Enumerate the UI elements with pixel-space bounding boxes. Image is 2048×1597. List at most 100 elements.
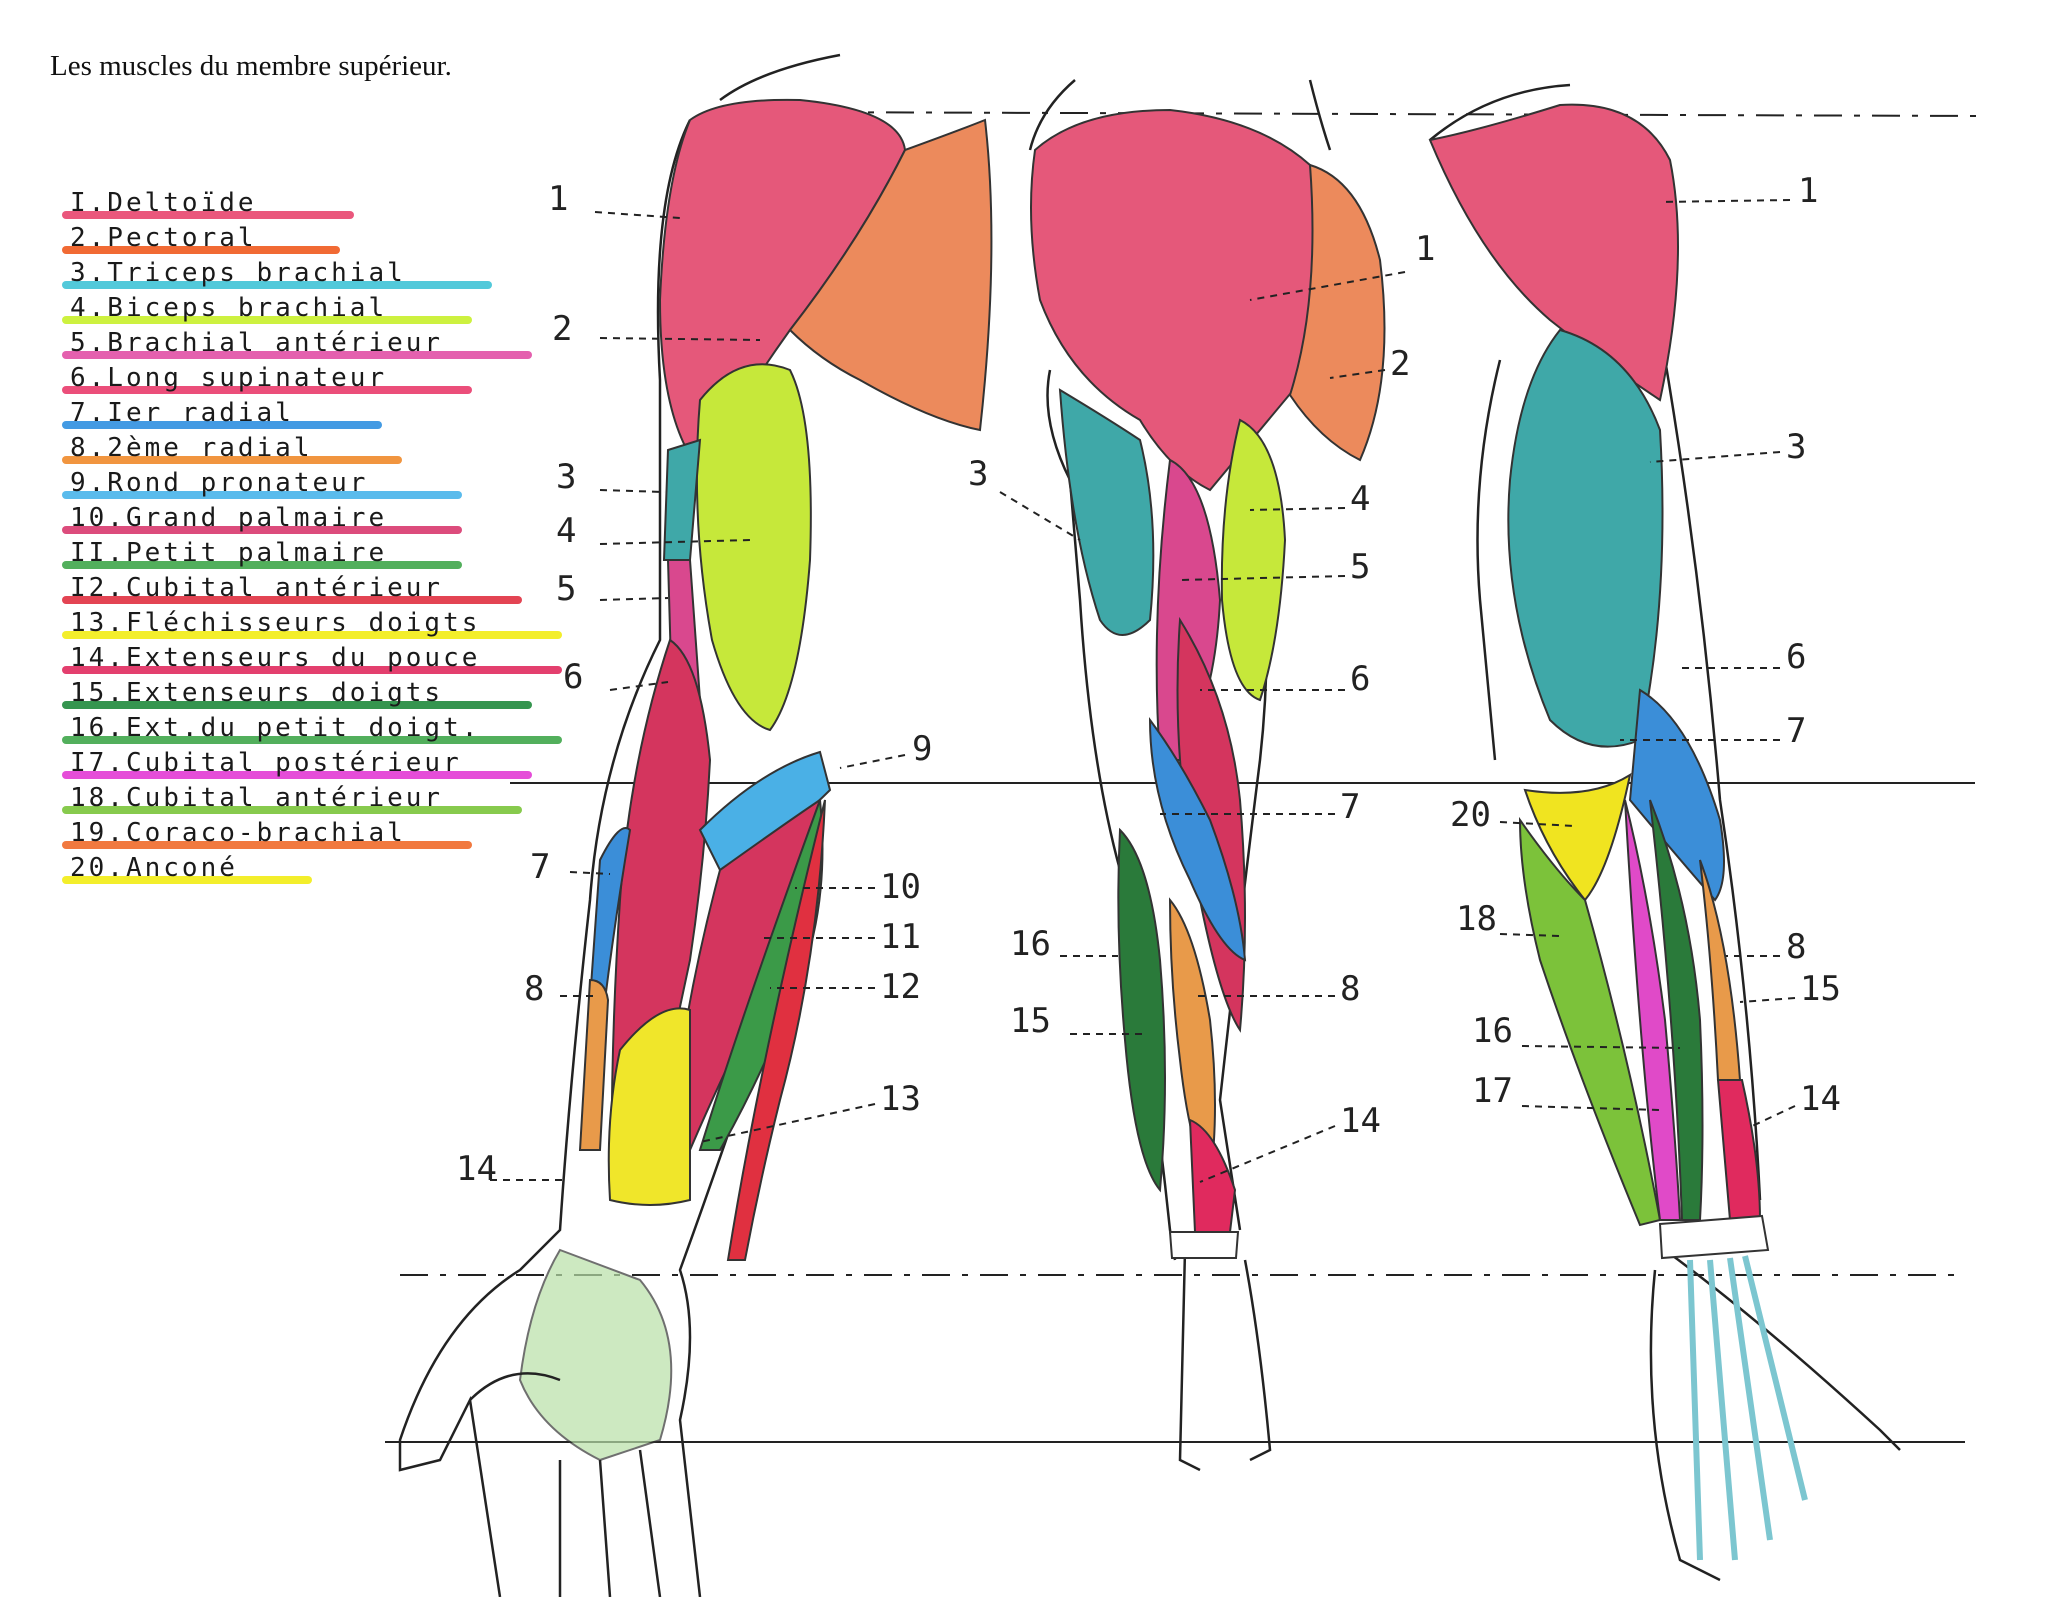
- legend-item: 9.Rond pronateur: [62, 468, 480, 503]
- muscle-number-label: 1: [548, 179, 568, 219]
- muscle-number-label: 6: [563, 657, 583, 697]
- arm-posterior-view: [1028, 79, 1386, 1472]
- muscle-number-label: 5: [1350, 547, 1370, 587]
- leader-line: [1649, 451, 1781, 463]
- legend-highlight: [62, 806, 522, 814]
- legend-highlight: [62, 491, 462, 499]
- legend-label: 20.Anconé: [70, 853, 238, 883]
- radial-anterior: [588, 827, 632, 1001]
- muscle-number-label: 3: [968, 454, 988, 494]
- legend-label: I.Deltoïde: [70, 188, 257, 218]
- legend-highlight: [62, 701, 532, 709]
- cubital-anterieur: [726, 799, 826, 1261]
- muscle-number-label: 6: [1350, 659, 1370, 699]
- ext-petit-doigt-posterior: [1117, 827, 1166, 1193]
- leader-line: [569, 871, 611, 875]
- muscle-number-label: 2: [552, 309, 572, 349]
- legend-highlight: [62, 386, 472, 394]
- leader-line: [1499, 933, 1561, 937]
- legend-highlight: [62, 876, 312, 884]
- muscle-number-label: 16: [1010, 924, 1051, 964]
- leader-line: [1329, 369, 1386, 379]
- pectoral-posterior: [1288, 163, 1386, 462]
- legend-label: II.Petit palmaire: [70, 538, 388, 568]
- muscle-number-label: 14: [456, 1149, 497, 1189]
- legend-item: I7.Cubital postérieur: [62, 748, 532, 783]
- legend-highlight: [62, 421, 382, 429]
- muscle-number-label: 11: [880, 917, 921, 957]
- muscle-number-label: 10: [880, 867, 921, 907]
- muscle-number-label: 7: [530, 847, 550, 887]
- pectoral-anterior: [788, 118, 993, 432]
- cubital-posterieur-lateral: [1624, 799, 1682, 1221]
- hand-anterior-outline: [469, 1372, 662, 1597]
- muscle-number-label: 3: [556, 457, 576, 497]
- muscle-number-label: 6: [1786, 637, 1806, 677]
- legend-label: 13.Fléchisseurs doigts: [70, 608, 481, 638]
- muscle-number-label: 8: [524, 969, 544, 1009]
- muscle-number-label: 2: [1390, 344, 1410, 384]
- leader-line: [1521, 1045, 1681, 1049]
- legend-highlight: [62, 841, 472, 849]
- legend-item: 13.Fléchisseurs doigts: [62, 608, 562, 643]
- leader-line: [999, 491, 1081, 541]
- legend-item: 19.Coraco-brachial: [62, 818, 480, 853]
- leader-line: [1659, 199, 1791, 203]
- legend-label: 7.Ier radial: [70, 398, 294, 428]
- legend-label: 14.Extenseurs du pouce: [70, 643, 481, 673]
- leader-line: [699, 1103, 876, 1143]
- legend-highlight: [62, 281, 492, 289]
- legend-item: 14.Extenseurs du pouce: [62, 643, 562, 678]
- legend-highlight: [62, 631, 562, 639]
- leader-line: [839, 754, 906, 769]
- triceps-lateral: [1507, 328, 1664, 748]
- muscle-number-label: 15: [1010, 1001, 1051, 1041]
- legend-item: 2.Pectoral: [62, 223, 480, 258]
- legend-item: 18.Cubital antérieur: [62, 783, 522, 818]
- legend-label: I7.Cubital postérieur: [70, 748, 462, 778]
- second-radial-anterior: [578, 978, 610, 1151]
- leader-line: [599, 337, 761, 341]
- muscle-number-label: 9: [912, 729, 932, 769]
- flechisseurs-doigts-anterior: [607, 1007, 691, 1206]
- ext-petit-doigt-lateral: [1649, 799, 1704, 1221]
- leader-line: [1179, 575, 1346, 581]
- arm-posterior-outline: [1028, 79, 1332, 1472]
- muscle-number-label: 16: [1472, 1011, 1513, 1051]
- hand-palm-anterior: [518, 1248, 673, 1462]
- legend-highlight: [62, 456, 402, 464]
- muscle-number-label: 12: [880, 967, 921, 1007]
- leader-line: [594, 211, 681, 219]
- biceps-posterior: [1220, 418, 1287, 702]
- leader-line: [1249, 271, 1406, 301]
- leader-line: [1739, 997, 1796, 1003]
- legend-item: 20.Anconé: [62, 853, 480, 888]
- deltoid-anterior: [658, 98, 907, 472]
- muscle-number-label: 15: [1800, 969, 1841, 1009]
- muscle-number-label: 20: [1450, 795, 1491, 835]
- deltoid-posterior: [1030, 108, 1326, 492]
- legend-label: 6.Long supinateur: [70, 363, 388, 393]
- legend-item: II.Petit palmaire: [62, 538, 480, 573]
- muscle-number-label: 1: [1415, 229, 1435, 269]
- wrist-band-posterior: [1168, 1231, 1240, 1259]
- legend-label: 16.Ext.du petit doigt.: [70, 713, 481, 743]
- page-title: Les muscles du membre supérieur.: [50, 50, 452, 82]
- legend-item: 15.Extenseurs doigts: [62, 678, 532, 713]
- muscle-number-label: 18: [1456, 899, 1497, 939]
- muscle-number-label: 7: [1786, 711, 1806, 751]
- legend-label: 3.Triceps brachial: [70, 258, 406, 288]
- legend-highlight: [62, 771, 532, 779]
- legend-label: 2.Pectoral: [70, 223, 257, 253]
- leader-line: [1521, 1105, 1661, 1111]
- muscle-number-label: 8: [1786, 927, 1806, 967]
- muscle-number-label: 1: [1798, 171, 1818, 211]
- biceps-anterior: [695, 363, 812, 732]
- legend-label: 10.Grand palmaire: [70, 503, 388, 533]
- leader-line: [1199, 1125, 1336, 1183]
- legend-item: 3.Triceps brachial: [62, 258, 492, 293]
- legend-item: I.Deltoïde: [62, 188, 480, 223]
- leader-line: [609, 681, 669, 691]
